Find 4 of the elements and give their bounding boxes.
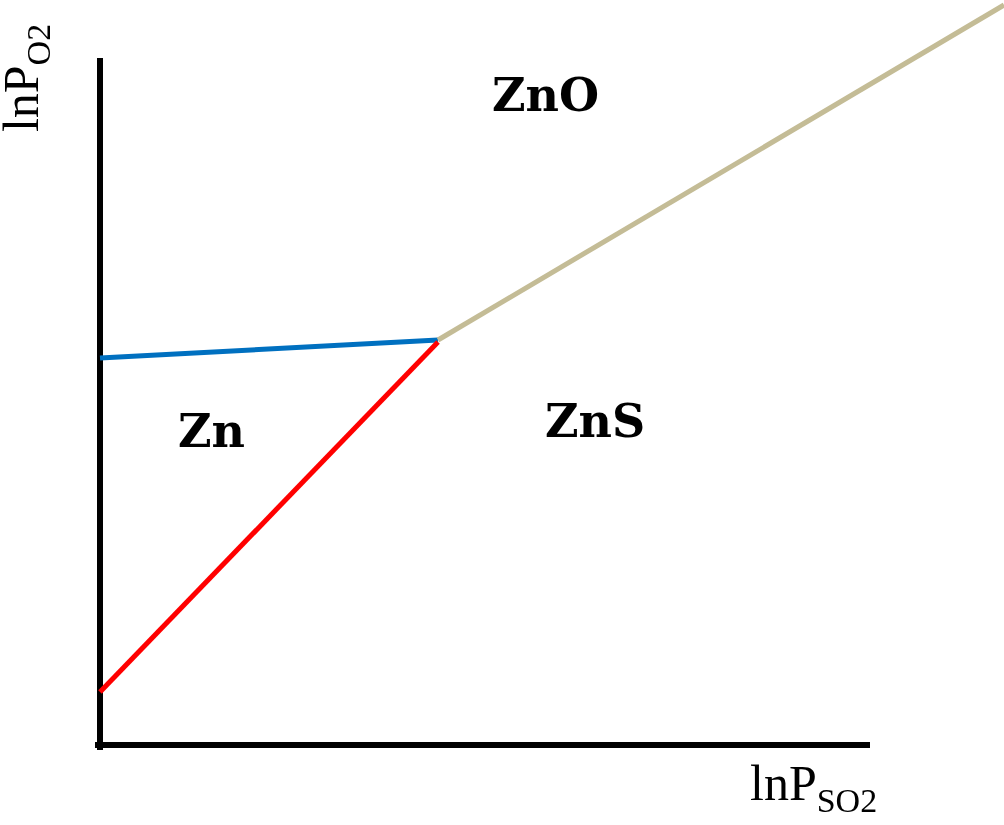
region-label: ZnS	[545, 398, 646, 444]
region-label: ZnO	[492, 72, 600, 118]
region-label: Zn	[178, 408, 246, 454]
axis-label: lnP$_{SO2}$	[750, 758, 878, 818]
